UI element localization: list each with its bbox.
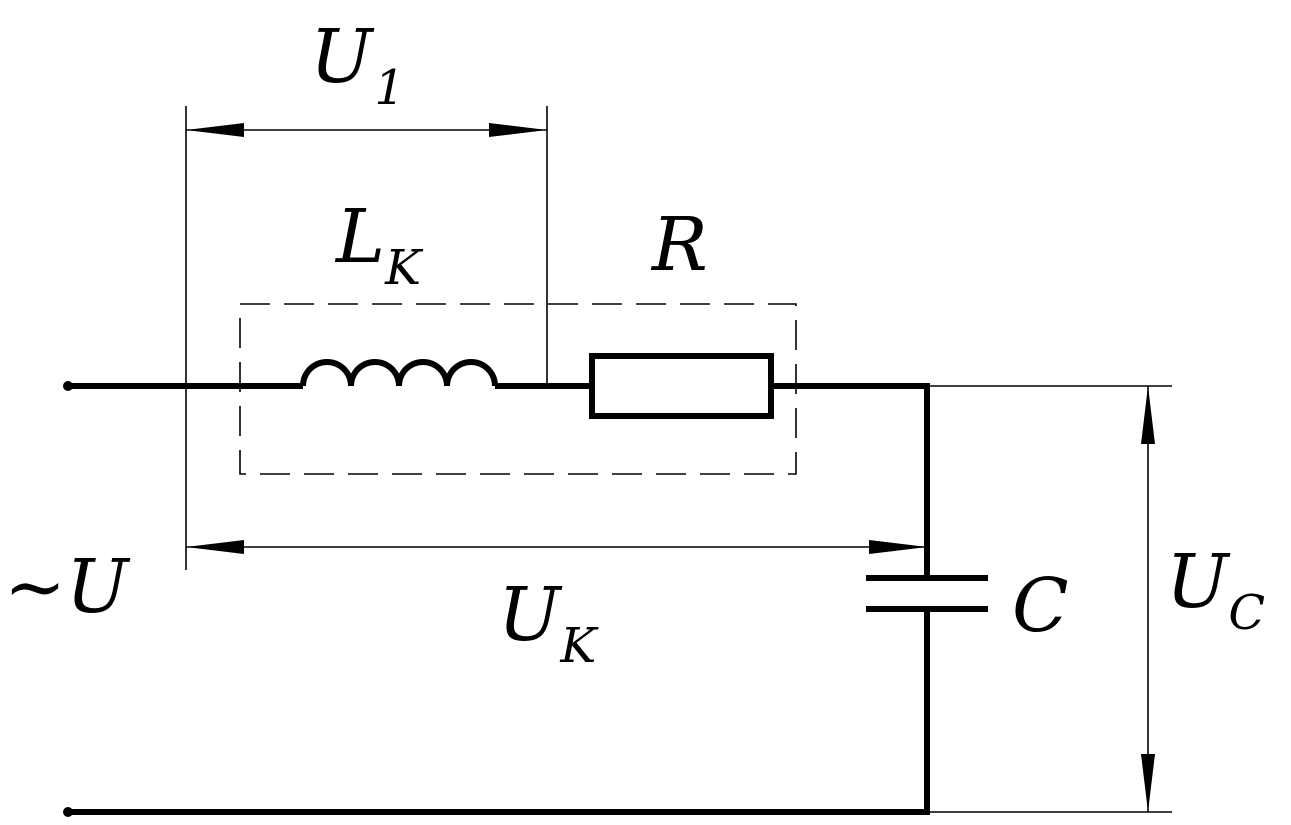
inductor-coil [300,359,498,387]
label-source: ~U [4,544,131,630]
label-r: R [650,202,708,288]
label-lk: LK [334,194,424,296]
label-u1: U1 [310,14,405,116]
label-uc: UC [1166,539,1265,641]
label-c: C [1012,563,1069,649]
coil-enclosure-dashed [239,303,797,475]
resistor [589,353,774,419]
label-uk: UK [498,572,599,674]
